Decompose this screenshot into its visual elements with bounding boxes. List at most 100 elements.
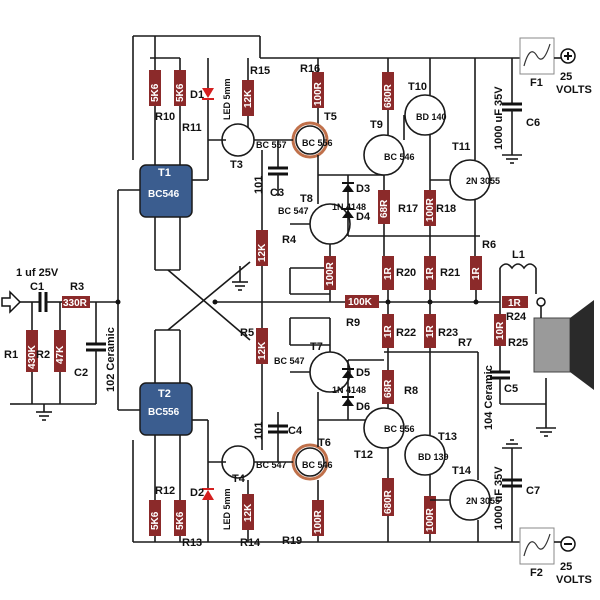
fuse-F1: F1 [519,37,555,89]
r22-value: 1R [383,324,394,338]
r12-label: R12 [155,485,175,497]
r25-value: 10R [495,321,506,340]
resistor-R1: 430K R1 [4,330,38,372]
t13-label: T13 [438,431,457,443]
capacitor-C4: C4 101 [253,422,303,440]
c2-value: 102 Ceramic [105,327,117,392]
c1-label: C1 [30,281,44,293]
led-D1: D1 LED 5mm [190,58,232,120]
r16-label: R16 [300,63,320,75]
resistor-R25: 10R R25 [494,314,528,349]
r23-label: R23 [438,327,458,339]
d1-label: D1 [190,89,204,101]
resistor-R18: 100R R18 [424,190,456,226]
input-connector [1,290,22,314]
resistor-R19: 100R R19 [282,500,324,547]
r21-value: 1R [425,266,436,280]
resistor-R21: 1R R21 [424,256,460,290]
r21-label: R21 [440,267,460,279]
d6-label: D6 [356,401,370,413]
r15-label: R15 [250,65,270,77]
resistor-R14: 12K R14 [240,494,261,549]
r-100r-bot-value: 100R [425,507,436,532]
t2-label: T2 [158,388,171,400]
speaker [533,300,594,390]
r19-value: 100R [313,509,324,534]
minus-supply-top: 25 [560,561,572,573]
c6-value: 1000 uF 35V [493,86,505,150]
c2-label: C2 [74,367,88,379]
resistor-R12: 5K6 R12 [149,485,175,536]
resistor-R10: 5K6 R10 [149,70,175,123]
r1-value: 430K [27,344,38,369]
r13-value: 5K6 [175,511,186,530]
r11-value: 5K6 [175,83,186,102]
r3-value: 330R [63,298,88,309]
c6-label: C6 [526,117,540,129]
r14-label: R14 [240,537,261,549]
r4-value: 12K [257,243,268,262]
resistor-R9: 100K R9 [345,295,379,329]
capacitor-C2: C2 102 Ceramic [74,327,117,392]
r23-value: 1R [425,324,436,338]
t3-label: T3 [230,159,243,171]
resistor-R23: 1R R23 [424,314,458,348]
negative-terminal-icon [560,536,576,552]
d5-label: D5 [356,367,370,379]
plus-supply-top: 25 [560,71,572,83]
t14-label: T14 [452,465,472,477]
t5-label: T5 [324,111,337,123]
r2-label: R2 [36,349,50,361]
r8-value: 68R [383,379,394,398]
transistor-T9: BC 546 T9 [363,119,415,176]
r5-value: 12K [257,341,268,360]
resistor-R11: 5K6 R11 [174,70,202,134]
t1-label: T1 [158,167,171,179]
d34-value: 1N 4148 [332,202,366,212]
r10-label: R10 [155,111,175,123]
t13-value: BD 139 [418,452,449,462]
transistor-T1: BC546 T1 [139,164,193,218]
t4-label: T4 [232,473,246,485]
t7-label: T7 [310,341,323,353]
transistor-T12: BC 556 T12 [354,407,415,461]
t11-value: 2N 3055 [466,176,500,186]
ground-output [536,427,556,437]
t9-label: T9 [370,119,383,131]
t11-label: T11 [452,141,470,153]
c1-value: 1 uf 25V [16,267,59,279]
r24-label: R24 [506,311,527,323]
r7-label: R7 [458,337,472,349]
inductor-L1: L1 [499,249,537,302]
negative-rail [132,440,522,543]
r2-value: 47K [55,345,66,364]
resistor-680R-bot: 680R [382,478,394,516]
r9-value: 100K [348,297,373,308]
capacitor-C3: C3 101 [253,166,288,199]
resistor-R4: 12K R4 [256,230,297,266]
r24-value: 1R [508,298,522,309]
transistor-T6: BC 546 T6 [254,437,333,481]
t14-value: 2N 3055 [466,496,500,506]
r18-label: R18 [436,203,456,215]
t3-value: BC 557 [256,140,287,150]
capacitor-C7: C7 1000 uF 35V [493,466,540,530]
f2-label: F2 [530,567,543,579]
diodes-D3-D4: D3 1N 4148 D4 [332,175,371,236]
r12-value: 5K6 [150,511,161,530]
l1-label: L1 [512,249,525,261]
r9-label: R9 [346,317,360,329]
t1-value: BC546 [148,189,180,200]
d56-value: 1N 4148 [332,385,366,395]
capacitor-C1: 1 uf 25V C1 [16,267,62,312]
r-680r-top-value: 680R [383,83,394,108]
positive-rail [132,35,522,160]
resistor-R8: 68R R8 [382,370,418,404]
fuse-F2: F2 [519,527,555,579]
t12-label: T12 [354,449,373,461]
resistor-R17: 68R R17 [378,190,418,224]
c3-label: C3 [270,187,284,199]
r11-label: R11 [182,122,202,134]
positive-terminal-icon [560,48,576,64]
